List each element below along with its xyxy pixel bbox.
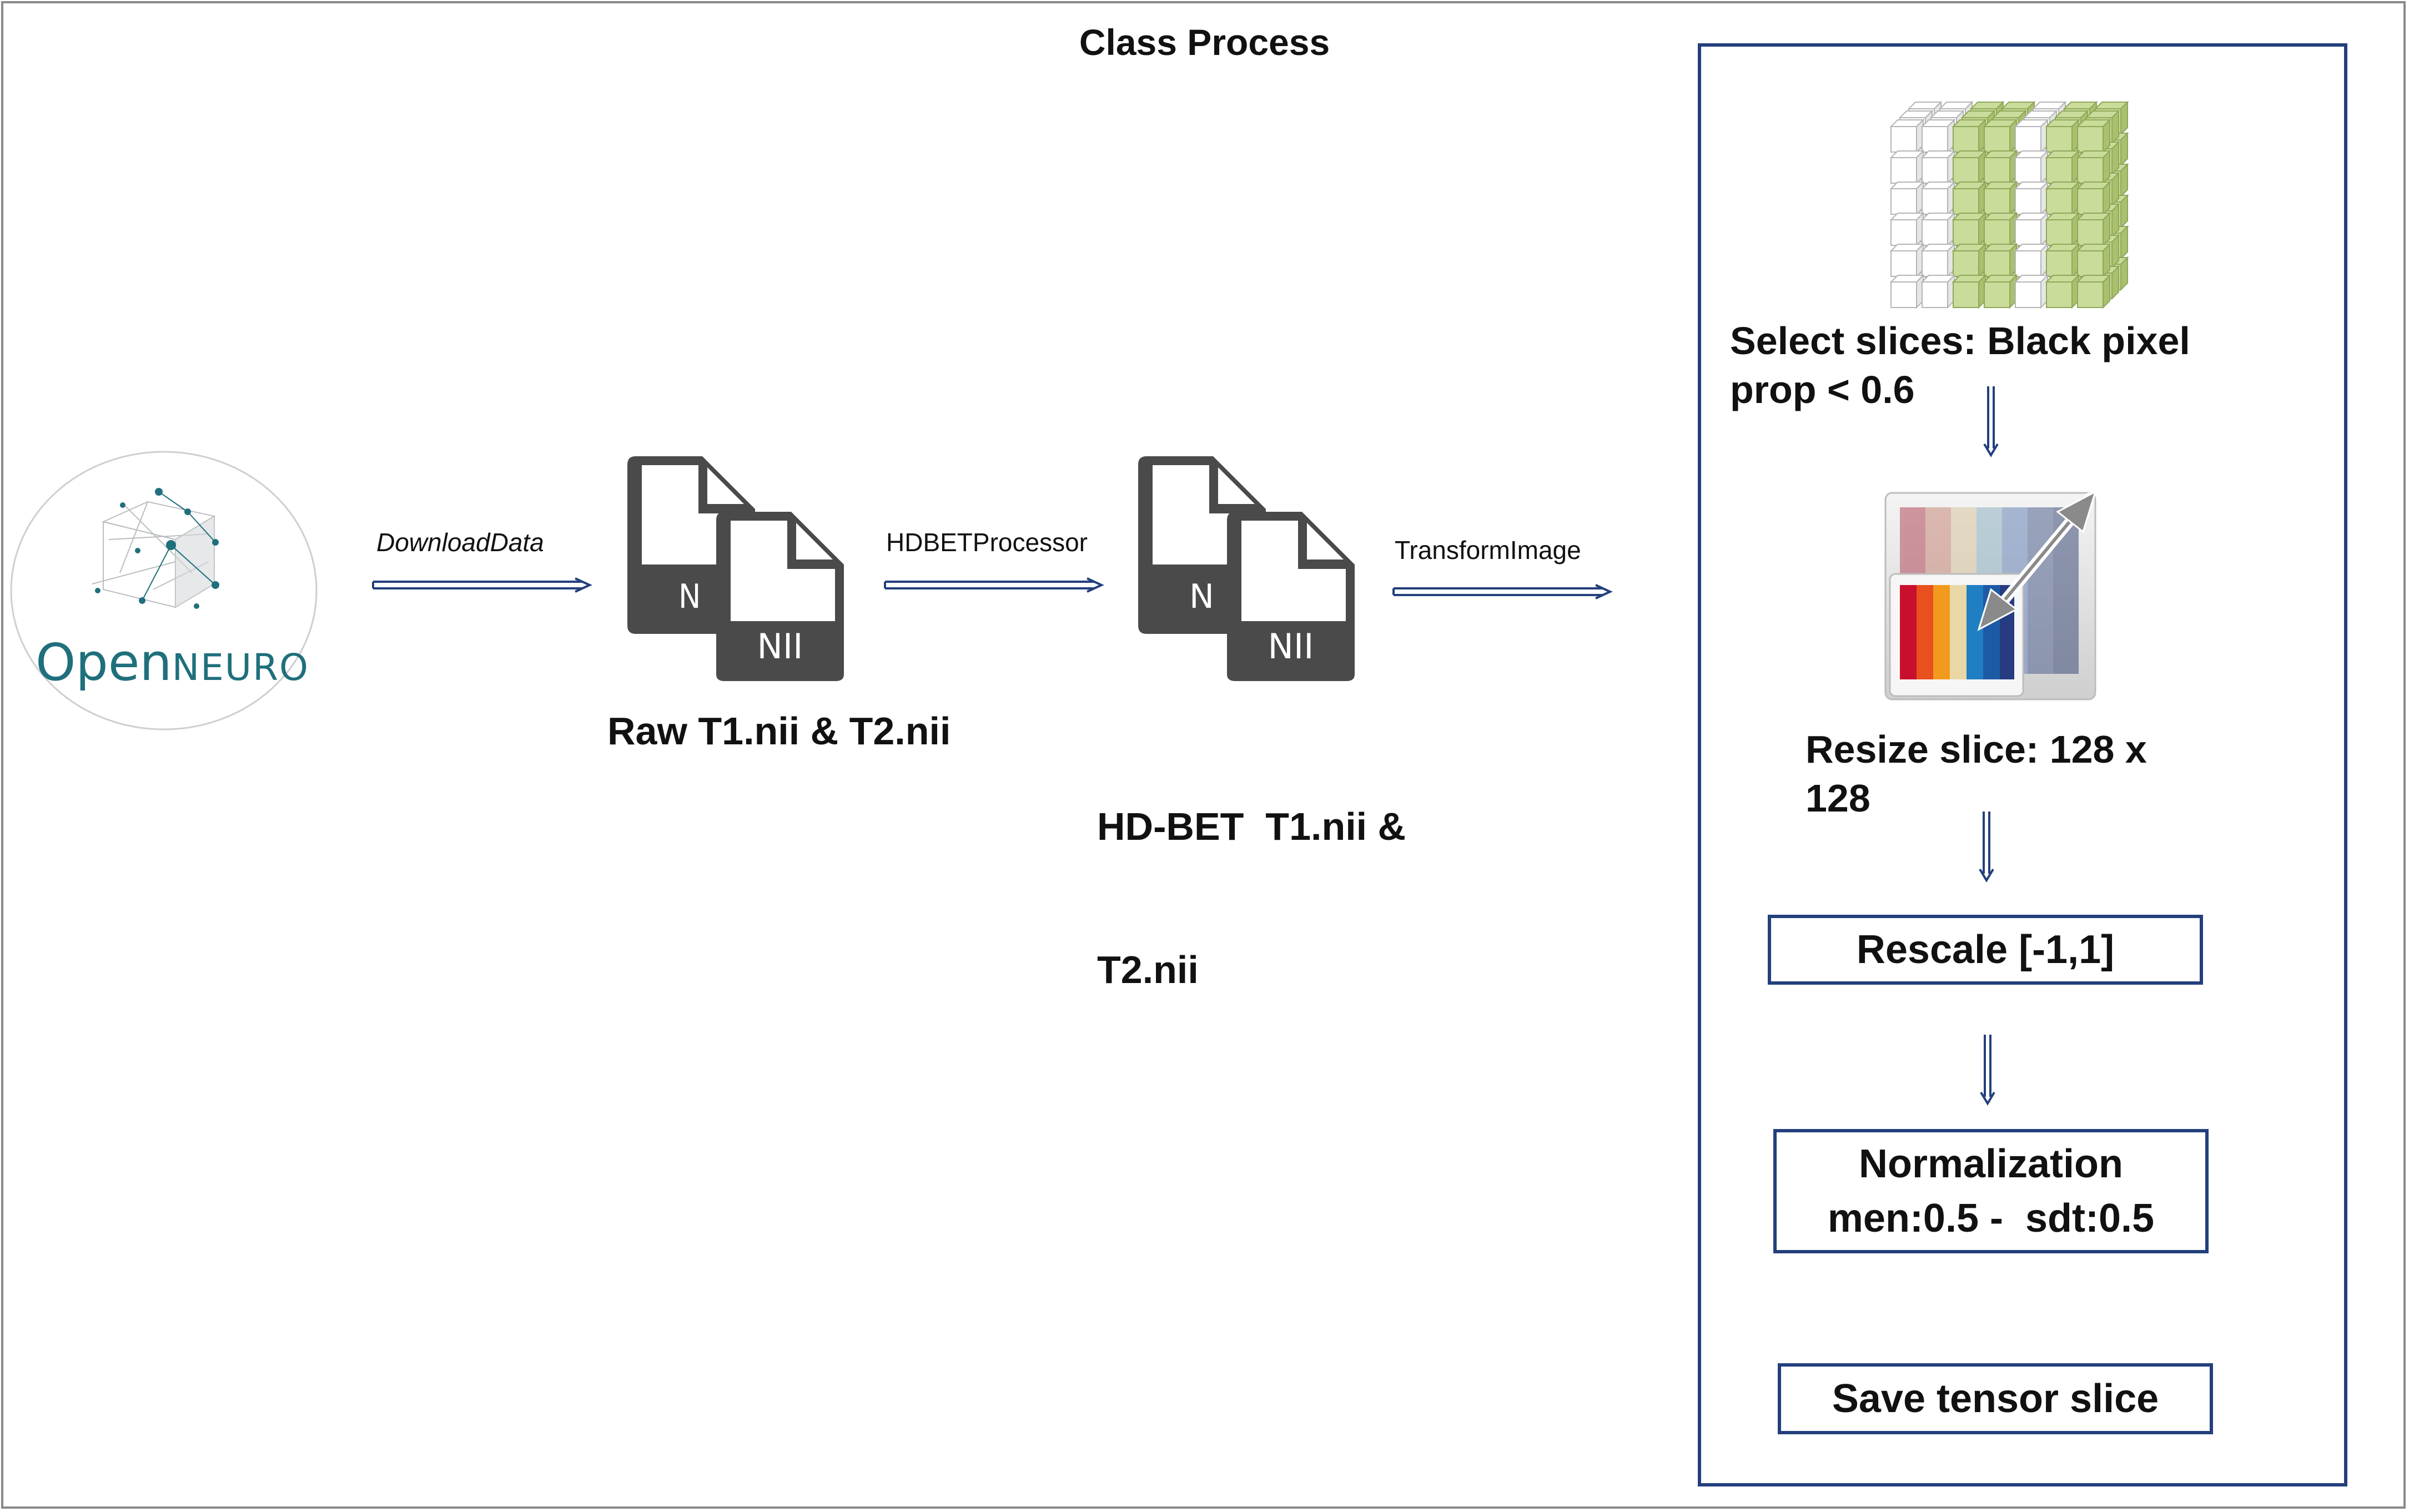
edge-label-hdbet: HDBETProcessor	[886, 528, 1088, 557]
voxel-front-face	[1890, 281, 1917, 308]
voxel-front-face	[2015, 188, 2041, 215]
voxel-front-face	[2077, 157, 2104, 184]
voxel-front-face	[2077, 126, 2104, 153]
openneuro-logo-graphic	[10, 451, 318, 730]
voxel-front-face	[1984, 157, 2010, 184]
voxel-front-face	[2046, 250, 2073, 277]
voxel-front-face	[1890, 250, 1917, 277]
voxel-front-face	[2077, 281, 2104, 308]
edge-label-download: DownloadData	[376, 528, 544, 557]
nii-file-icon-front	[1227, 512, 1355, 681]
normalization-step-box: Normalization men:0.5 - sdt:0.5	[1773, 1129, 2209, 1253]
voxel-front-face	[1922, 126, 1948, 153]
front-file-badge: NII	[1268, 626, 1314, 667]
openneuro-wordmark: OpenNEURO	[36, 633, 309, 692]
edge-label-transform: TransformImage	[1395, 536, 1581, 565]
voxel-front-face	[1922, 250, 1948, 277]
hdbet-label-line2: T2.nii	[1097, 948, 1199, 991]
voxel-front-face	[2077, 250, 2104, 277]
back-file-badge: N	[678, 577, 701, 616]
resize-slice-line1: Resize slice: 128 x	[1806, 728, 2147, 771]
arrow-hdbet	[884, 577, 1104, 593]
hdbet-files-label: HD-BET T1.nii & T2.nii	[1097, 707, 1406, 1041]
arrow-transform	[1392, 584, 1613, 599]
voxel-front-face	[1890, 157, 1917, 184]
voxel-front-face	[1984, 126, 2010, 153]
hdbet-file-icons: N NII	[1138, 456, 1380, 681]
voxel-front-face	[2046, 157, 2073, 184]
diagram-title: Class Process	[1079, 22, 1330, 63]
voxel-front-face	[2046, 188, 2073, 215]
voxel-front-face	[2015, 281, 2041, 308]
voxel-front-face	[1922, 157, 1948, 184]
raw-file-icons: N NII	[627, 456, 869, 681]
arrow-download	[372, 577, 592, 593]
voxel-front-face	[2077, 219, 2104, 246]
voxel-cube-icon	[1889, 100, 2129, 309]
voxel-front-face	[1922, 219, 1948, 246]
save-tensor-step-box: Save tensor slice	[1778, 1363, 2213, 1434]
hdbet-label-line1: HD-BET T1.nii &	[1097, 805, 1406, 848]
voxel-front-face	[1953, 157, 1979, 184]
voxel-front-face	[2015, 219, 2041, 246]
front-file-badge: NII	[757, 626, 803, 667]
voxel-front-face	[1984, 250, 2010, 277]
normalization-line2: men:0.5 - sdt:0.5	[1827, 1196, 2155, 1241]
arrow-down-1	[1983, 386, 1999, 457]
voxel-front-face	[1984, 188, 2010, 215]
transform-pipeline-panel	[1698, 43, 2347, 1486]
rescale-step-label: Rescale [-1,1]	[1856, 928, 2115, 972]
voxel-front-face	[1890, 188, 1917, 215]
voxel-front-face	[1890, 126, 1917, 153]
voxel-front-face	[1922, 281, 1948, 308]
voxel-front-face	[1953, 188, 1979, 215]
voxel-front-face	[2015, 126, 2041, 153]
resize-image-icon	[1884, 490, 2097, 700]
voxel-front-face	[1984, 219, 2010, 246]
wordmark-neuro: NEURO	[172, 646, 309, 689]
arrow-down-2	[1979, 812, 1994, 883]
select-slices-line2: prop < 0.6	[1730, 368, 1915, 411]
voxel-front-face	[2046, 219, 2073, 246]
voxel-front-face	[2015, 157, 2041, 184]
voxel-front-face	[2077, 188, 2104, 215]
arrow-down-3	[1980, 1035, 1995, 1106]
openneuro-logo: OpenNEURO	[9, 451, 319, 731]
voxel-front-face	[1984, 281, 2010, 308]
voxel-front-face	[1953, 281, 1979, 308]
resize-slice-step: Resize slice: 128 x 128	[1806, 725, 2147, 823]
select-slices-step: Select slices: Black pixel prop < 0.6	[1730, 316, 2190, 414]
voxel-front-face	[1922, 188, 1948, 215]
select-slices-line1: Select slices: Black pixel	[1730, 319, 2190, 362]
nii-file-icon-front	[716, 512, 844, 681]
back-file-badge: N	[1189, 577, 1214, 616]
resize-slice-line2: 128	[1806, 777, 1870, 820]
voxel-front-face	[1953, 250, 1979, 277]
wordmark-open: Open	[36, 633, 172, 692]
voxel-front-face	[2015, 250, 2041, 277]
raw-files-label: Raw T1.nii & T2.nii	[607, 709, 951, 753]
voxel-front-face	[2046, 126, 2073, 153]
rescale-step-box: Rescale [-1,1]	[1768, 915, 2203, 985]
voxel-front-face	[1953, 126, 1979, 153]
save-tensor-label: Save tensor slice	[1832, 1377, 2159, 1421]
normalization-line1: Normalization	[1858, 1142, 2124, 1186]
voxel-front-face	[1890, 219, 1917, 246]
voxel-front-face	[1953, 219, 1979, 246]
voxel-front-face	[2046, 281, 2073, 308]
